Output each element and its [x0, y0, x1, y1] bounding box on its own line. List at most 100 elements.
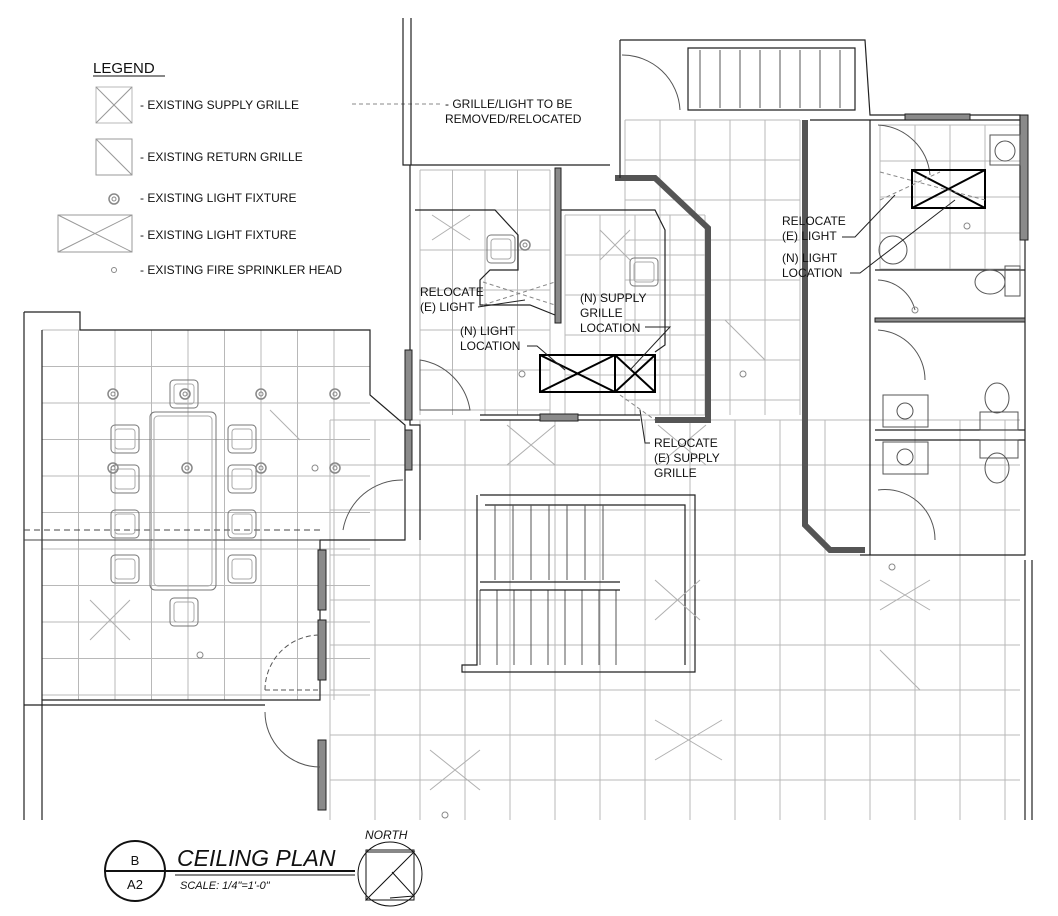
svg-text:LOCATION: LOCATION — [580, 321, 640, 335]
sprinkler-head — [739, 370, 747, 378]
rect-light-icon — [57, 214, 133, 253]
chair — [110, 554, 140, 584]
legend: LEGEND - EXISTING SUPPLY GRILLE - EXISTI… — [57, 60, 582, 277]
svg-text:GRILLE: GRILLE — [580, 306, 623, 320]
chair-seat — [231, 558, 253, 580]
chair-seat — [114, 428, 136, 450]
plumbing-fixtures — [878, 134, 1021, 484]
svg-text:(N) LIGHT: (N) LIGHT — [460, 324, 516, 338]
round-light — [519, 239, 531, 251]
legend-title: LEGEND — [93, 60, 155, 77]
sprinkler-head — [888, 563, 896, 571]
svg-text:RELOCATE: RELOCATE — [654, 436, 718, 450]
round-light-center — [182, 391, 188, 397]
round-light-icon — [108, 193, 120, 205]
removed-legend-line2: REMOVED/RELOCATED — [445, 112, 582, 126]
round-light-center — [184, 465, 190, 471]
chair — [486, 234, 516, 264]
note-new-light-1: (N) LIGHT LOCATION — [460, 324, 566, 371]
round-light-center — [332, 391, 338, 397]
round-light-center — [110, 465, 116, 471]
note-relocate-supply: RELOCATE (E) SUPPLY GRILLE — [639, 409, 720, 480]
sprinkler-head — [311, 464, 319, 472]
round-light — [179, 388, 191, 400]
round-light — [255, 388, 267, 400]
chair — [110, 509, 140, 539]
supply-grille-icon — [95, 86, 133, 124]
walls — [23, 18, 1033, 820]
sheet-number: A2 — [127, 877, 143, 892]
new-supply-grille — [614, 354, 656, 393]
removed-legend-line1: - GRILLE/LIGHT TO BE — [445, 97, 572, 111]
svg-text:GRILLE: GRILLE — [654, 466, 697, 480]
svg-text:LOCATION: LOCATION — [782, 266, 842, 280]
new-restroom-light — [911, 169, 986, 209]
chair-seat — [490, 238, 512, 260]
svg-text:(E) SUPPLY: (E) SUPPLY — [654, 451, 720, 465]
svg-text:(N) LIGHT: (N) LIGHT — [782, 251, 838, 265]
existing-grilles — [89, 214, 931, 791]
chair — [227, 464, 257, 494]
svg-text:RELOCATE: RELOCATE — [782, 214, 846, 228]
round-light-center — [522, 242, 528, 248]
sprinkler-heads — [196, 222, 971, 819]
chair-seat — [114, 558, 136, 580]
legend-item-label: - EXISTING LIGHT FIXTURE — [140, 191, 296, 205]
chair — [629, 257, 659, 287]
removed-items — [482, 171, 986, 421]
chair-seat — [114, 468, 136, 490]
svg-text:RELOCATE: RELOCATE — [420, 285, 484, 299]
new-light-fixture — [539, 354, 616, 393]
note-new-supply: (N) SUPPLY GRILLE LOCATION — [580, 291, 672, 371]
chairs — [110, 234, 659, 627]
legend-item-label: - EXISTING LIGHT FIXTURE — [140, 228, 296, 242]
chair-seat — [114, 513, 136, 535]
note-new-light-2: (N) LIGHT LOCATION — [782, 199, 956, 280]
round-light — [181, 462, 193, 474]
chair-seat — [231, 468, 253, 490]
return-grille-icon — [95, 138, 133, 176]
chair-seat — [173, 383, 195, 405]
chair-seat — [231, 428, 253, 450]
note-relocate-light-1: RELOCATE (E) LIGHT — [420, 285, 526, 314]
round-light-center — [332, 465, 338, 471]
round-light — [329, 462, 341, 474]
conference-table — [149, 411, 217, 591]
svg-text:NORTH: NORTH — [365, 828, 408, 842]
drawing-title: CEILING PLAN — [177, 845, 336, 871]
chair — [169, 379, 199, 409]
chair — [110, 424, 140, 454]
round-light-center — [258, 391, 264, 397]
round-light — [107, 388, 119, 400]
sprinkler-icon — [111, 267, 117, 273]
title-block: B A2 CEILING PLAN SCALE: 1/4"=1'-0" — [104, 840, 355, 902]
svg-text:LOCATION: LOCATION — [460, 339, 520, 353]
round-light — [329, 388, 341, 400]
north-arrow-icon: NORTH — [357, 828, 423, 907]
ceiling-grid — [41, 119, 1021, 820]
chair-seat — [173, 601, 195, 623]
detail-number: B — [131, 853, 140, 868]
round-light — [255, 462, 267, 474]
sprinkler-head — [196, 651, 204, 659]
legend-item-label: - EXISTING SUPPLY GRILLE — [140, 98, 299, 112]
chair — [227, 424, 257, 454]
drawing-scale: SCALE: 1/4"=1'-0" — [180, 880, 271, 892]
round-light-fixtures — [107, 239, 531, 474]
chair — [169, 597, 199, 627]
sprinkler-head — [963, 222, 971, 230]
round-light — [107, 462, 119, 474]
legend-item-label: - EXISTING FIRE SPRINKLER HEAD — [140, 263, 342, 277]
chair-seat — [231, 513, 253, 535]
stair-treads — [479, 50, 841, 665]
svg-text:(E) LIGHT: (E) LIGHT — [782, 229, 837, 243]
chair — [227, 509, 257, 539]
chair-seat — [633, 261, 655, 283]
round-light-center — [258, 465, 264, 471]
svg-text:(E) LIGHT: (E) LIGHT — [420, 300, 475, 314]
sprinkler-head — [518, 370, 526, 378]
note-relocate-light-2: RELOCATE (E) LIGHT — [782, 194, 896, 243]
round-light-center — [110, 391, 116, 397]
